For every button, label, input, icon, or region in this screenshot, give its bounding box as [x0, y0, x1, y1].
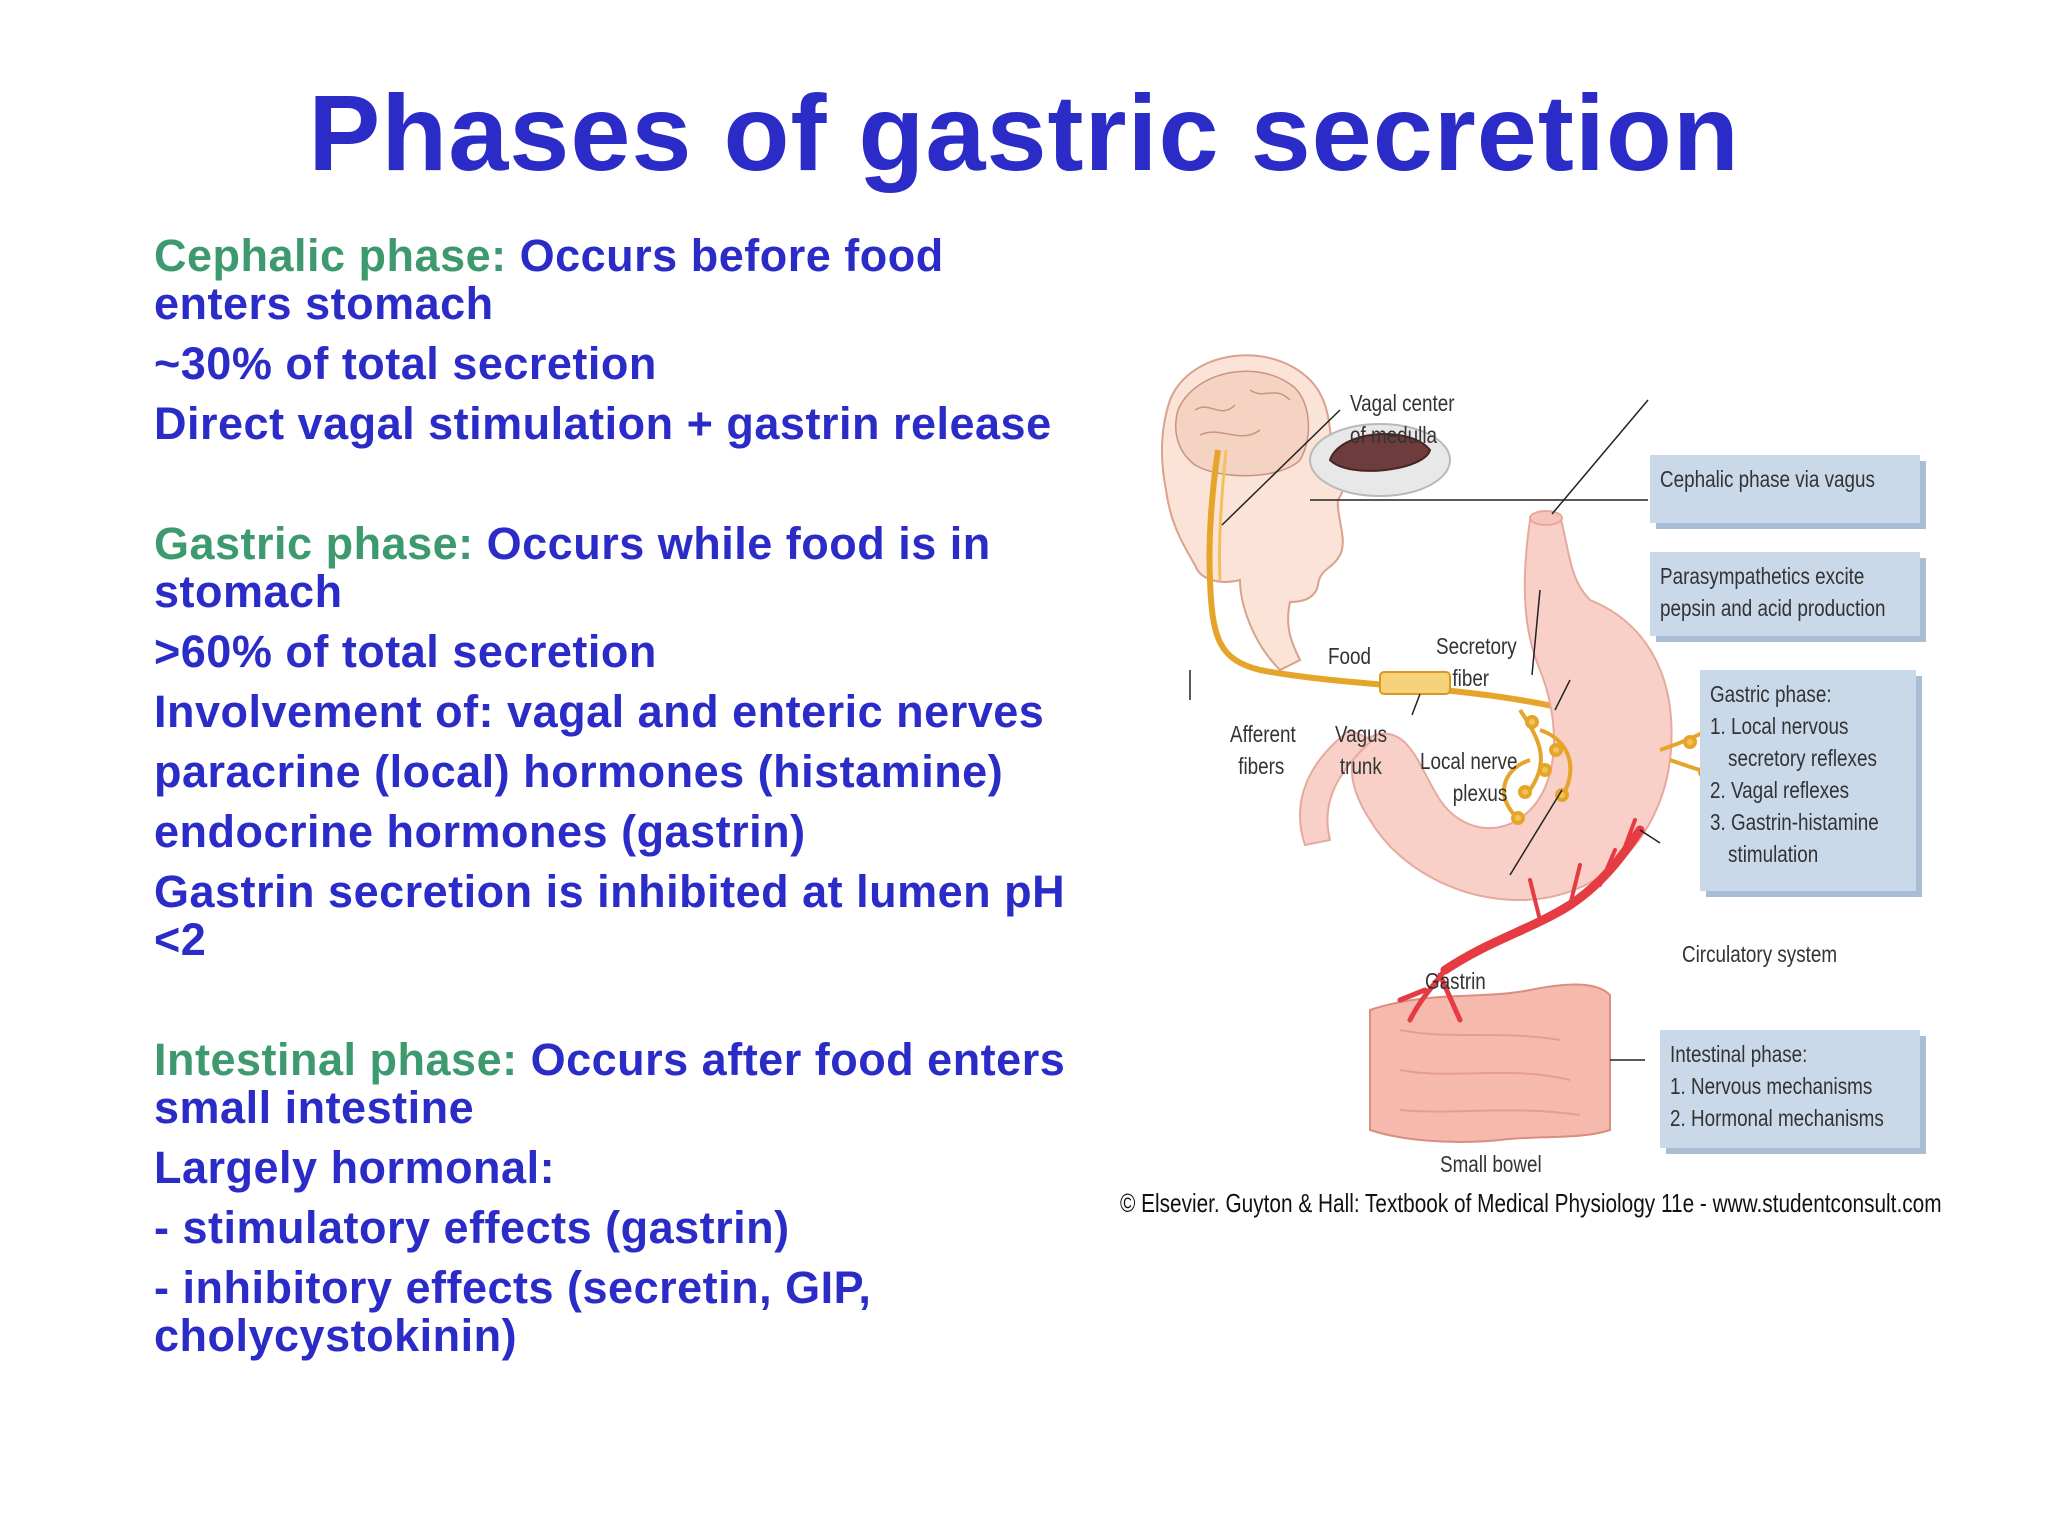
gastric-phase-description: Occurs while food is in stomach [154, 518, 991, 617]
cephalic-point: Direct vagal stimulation + gastrin relea… [154, 398, 1052, 449]
intestinal-phase-description: Occurs after food enters small intestine [154, 1034, 1066, 1133]
gastric-point: Involvement of: vagal and enteric nerves [154, 686, 1045, 737]
stomach [1350, 513, 1673, 902]
gastric-point: endocrine hormones (gastrin) [154, 806, 806, 857]
diagram-drawing [1160, 354, 1780, 1143]
vagus-trunk-bundle [1379, 671, 1451, 695]
slide-title: Phases of gastric secretion [308, 72, 1740, 193]
cephalic-point: ~30% of total secretion [154, 338, 657, 389]
gastric-point: paracrine (local) hormones (histamine) [154, 746, 1004, 797]
gastric-heading: Gastric phase: Occurs while food is in s… [154, 520, 1094, 616]
gastric-point: Gastrin secretion is inhibited at lumen … [154, 866, 1066, 965]
phase-text-column: Cephalic phase: Occurs before food enter… [154, 232, 1094, 1372]
box-intestinal-phase: Intestinal phase: 1. Nervous mechanisms … [1660, 1030, 1920, 1148]
intestinal-point: Largely hormonal: [154, 1142, 556, 1193]
box-cephalic-phase: Cephalic phase via vagus [1650, 455, 1920, 523]
label-circulatory-system: Circulatory system [1682, 941, 1838, 967]
figure-copyright: © Elsevier. Guyton & Hall: Textbook of M… [1120, 1188, 1942, 1218]
food [1328, 433, 1432, 472]
cephalic-phase-description: Occurs before food enters stomach [154, 230, 944, 329]
intestinal-point: - inhibitory effects (secretin, GIP, cho… [154, 1262, 872, 1361]
intestinal-point: - stimulatory effects (gastrin) [154, 1202, 790, 1253]
blood-vessel [1397, 818, 1645, 1023]
cephalic-heading: Cephalic phase: Occurs before food enter… [154, 232, 1094, 328]
box-gastric-phase: Gastric phase: 1. Local nervous secretor… [1700, 670, 1916, 891]
gastric-phase-name: Gastric phase: [154, 518, 474, 569]
brain [1175, 370, 1310, 477]
intestinal-phase-name: Intestinal phase: [154, 1034, 518, 1085]
small-bowel [1369, 983, 1611, 1143]
label-gastrin: Gastrin [1425, 968, 1486, 994]
cephalic-phase-name: Cephalic phase: [154, 230, 507, 281]
box-parasympathetics: Parasympathetics excite pepsin and acid … [1650, 552, 1920, 636]
label-food: Food [1328, 643, 1371, 669]
intestinal-heading: Intestinal phase: Occurs after food ente… [154, 1036, 1094, 1132]
label-small-bowel: Small bowel [1440, 1151, 1542, 1177]
gastric-point: >60% of total secretion [154, 626, 657, 677]
